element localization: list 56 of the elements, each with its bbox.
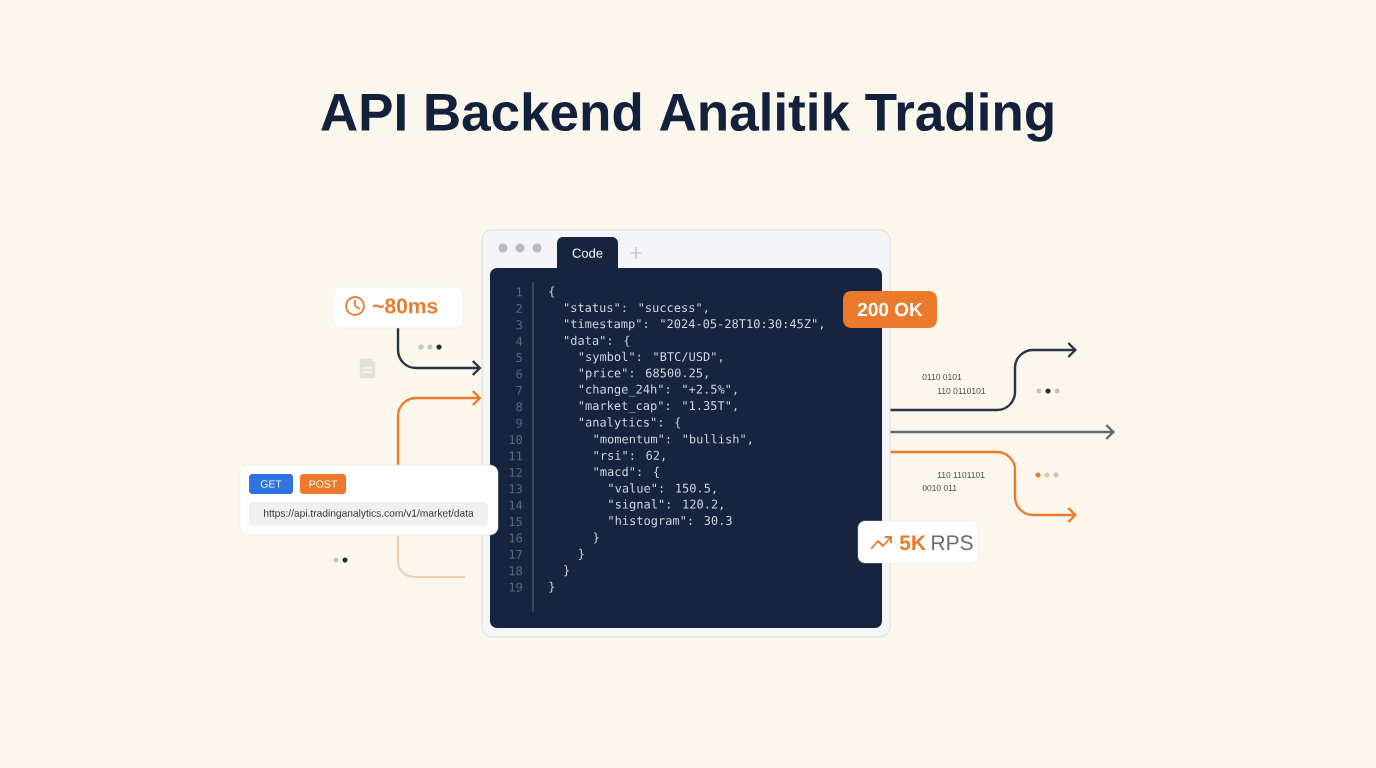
code-line: {	[549, 286, 555, 298]
arrow	[890, 424, 1115, 440]
method-badge: POST	[300, 474, 346, 494]
binary-text: 0010 011	[922, 485, 957, 491]
line-number: 15	[509, 517, 522, 527]
line-number: 14	[509, 500, 523, 510]
code-line: "price": 68500.25,	[579, 368, 708, 380]
url-field: https://api.tradinganalytics.com/v1/market/data	[249, 502, 488, 526]
line-number: 11	[509, 451, 522, 461]
arrow	[890, 450, 1077, 523]
line-number: 17	[509, 550, 522, 559]
arrow	[890, 342, 1077, 412]
code-tab: Code	[557, 237, 618, 275]
status-badge: 200 OK	[843, 291, 937, 328]
code-line: "rsi": 62,	[594, 450, 665, 462]
line-number: 8	[516, 402, 523, 412]
code-line: "symbol": "BTC/USD",	[579, 351, 722, 364]
code-line: "histogram": 30.3	[609, 515, 732, 528]
line-number: 19	[509, 582, 522, 592]
title: API Backend Analitik Trading	[321, 92, 1053, 142]
line-number: 16	[509, 533, 523, 543]
arrow	[396, 390, 482, 465]
binary-text: 110 1101101	[937, 472, 985, 478]
code-line: "status": "success",	[565, 303, 708, 314]
code-line: }	[549, 581, 555, 593]
code-line: }	[564, 565, 569, 577]
line-number: 2	[516, 303, 522, 313]
code-line: }	[593, 532, 599, 544]
line-number: 7	[516, 386, 522, 395]
code-line: "signal": 120.2,	[609, 499, 723, 512]
line-number: 6	[516, 369, 523, 379]
code-line: "analytics": {	[579, 417, 681, 430]
code-line: "momentum": "bullish",	[594, 434, 752, 445]
line-number: 13	[509, 484, 522, 494]
line-number: 12	[509, 467, 522, 477]
line-number: 9	[516, 418, 522, 428]
throughput-value: 5K	[899, 535, 926, 551]
code-line: "data": {	[565, 335, 630, 347]
method-badge: GET	[249, 474, 293, 494]
line-number: 1	[517, 287, 522, 297]
binary-text: 0110 0101	[922, 374, 962, 380]
binary-text: 110 0110101	[937, 388, 986, 394]
line-number: 4	[516, 336, 523, 346]
line-number: 3	[516, 320, 522, 330]
code-line: "macd": {	[594, 466, 659, 478]
latency-value: ~80ms	[373, 298, 438, 314]
code-line: }	[579, 548, 584, 560]
code-line: "timestamp": "2024-05-28T10:30:45Z",	[565, 319, 823, 331]
code-line: "market_cap": "1.35T",	[579, 400, 737, 413]
code-line: "value": 150.5,	[609, 483, 716, 495]
throughput-unit: RPS	[932, 535, 973, 551]
arrow	[396, 328, 482, 376]
line-number: 18	[509, 566, 523, 576]
line-number: 5	[516, 353, 522, 363]
line-number: 10	[509, 435, 523, 445]
code-line: "change_24h": "+2.5%",	[579, 384, 737, 397]
